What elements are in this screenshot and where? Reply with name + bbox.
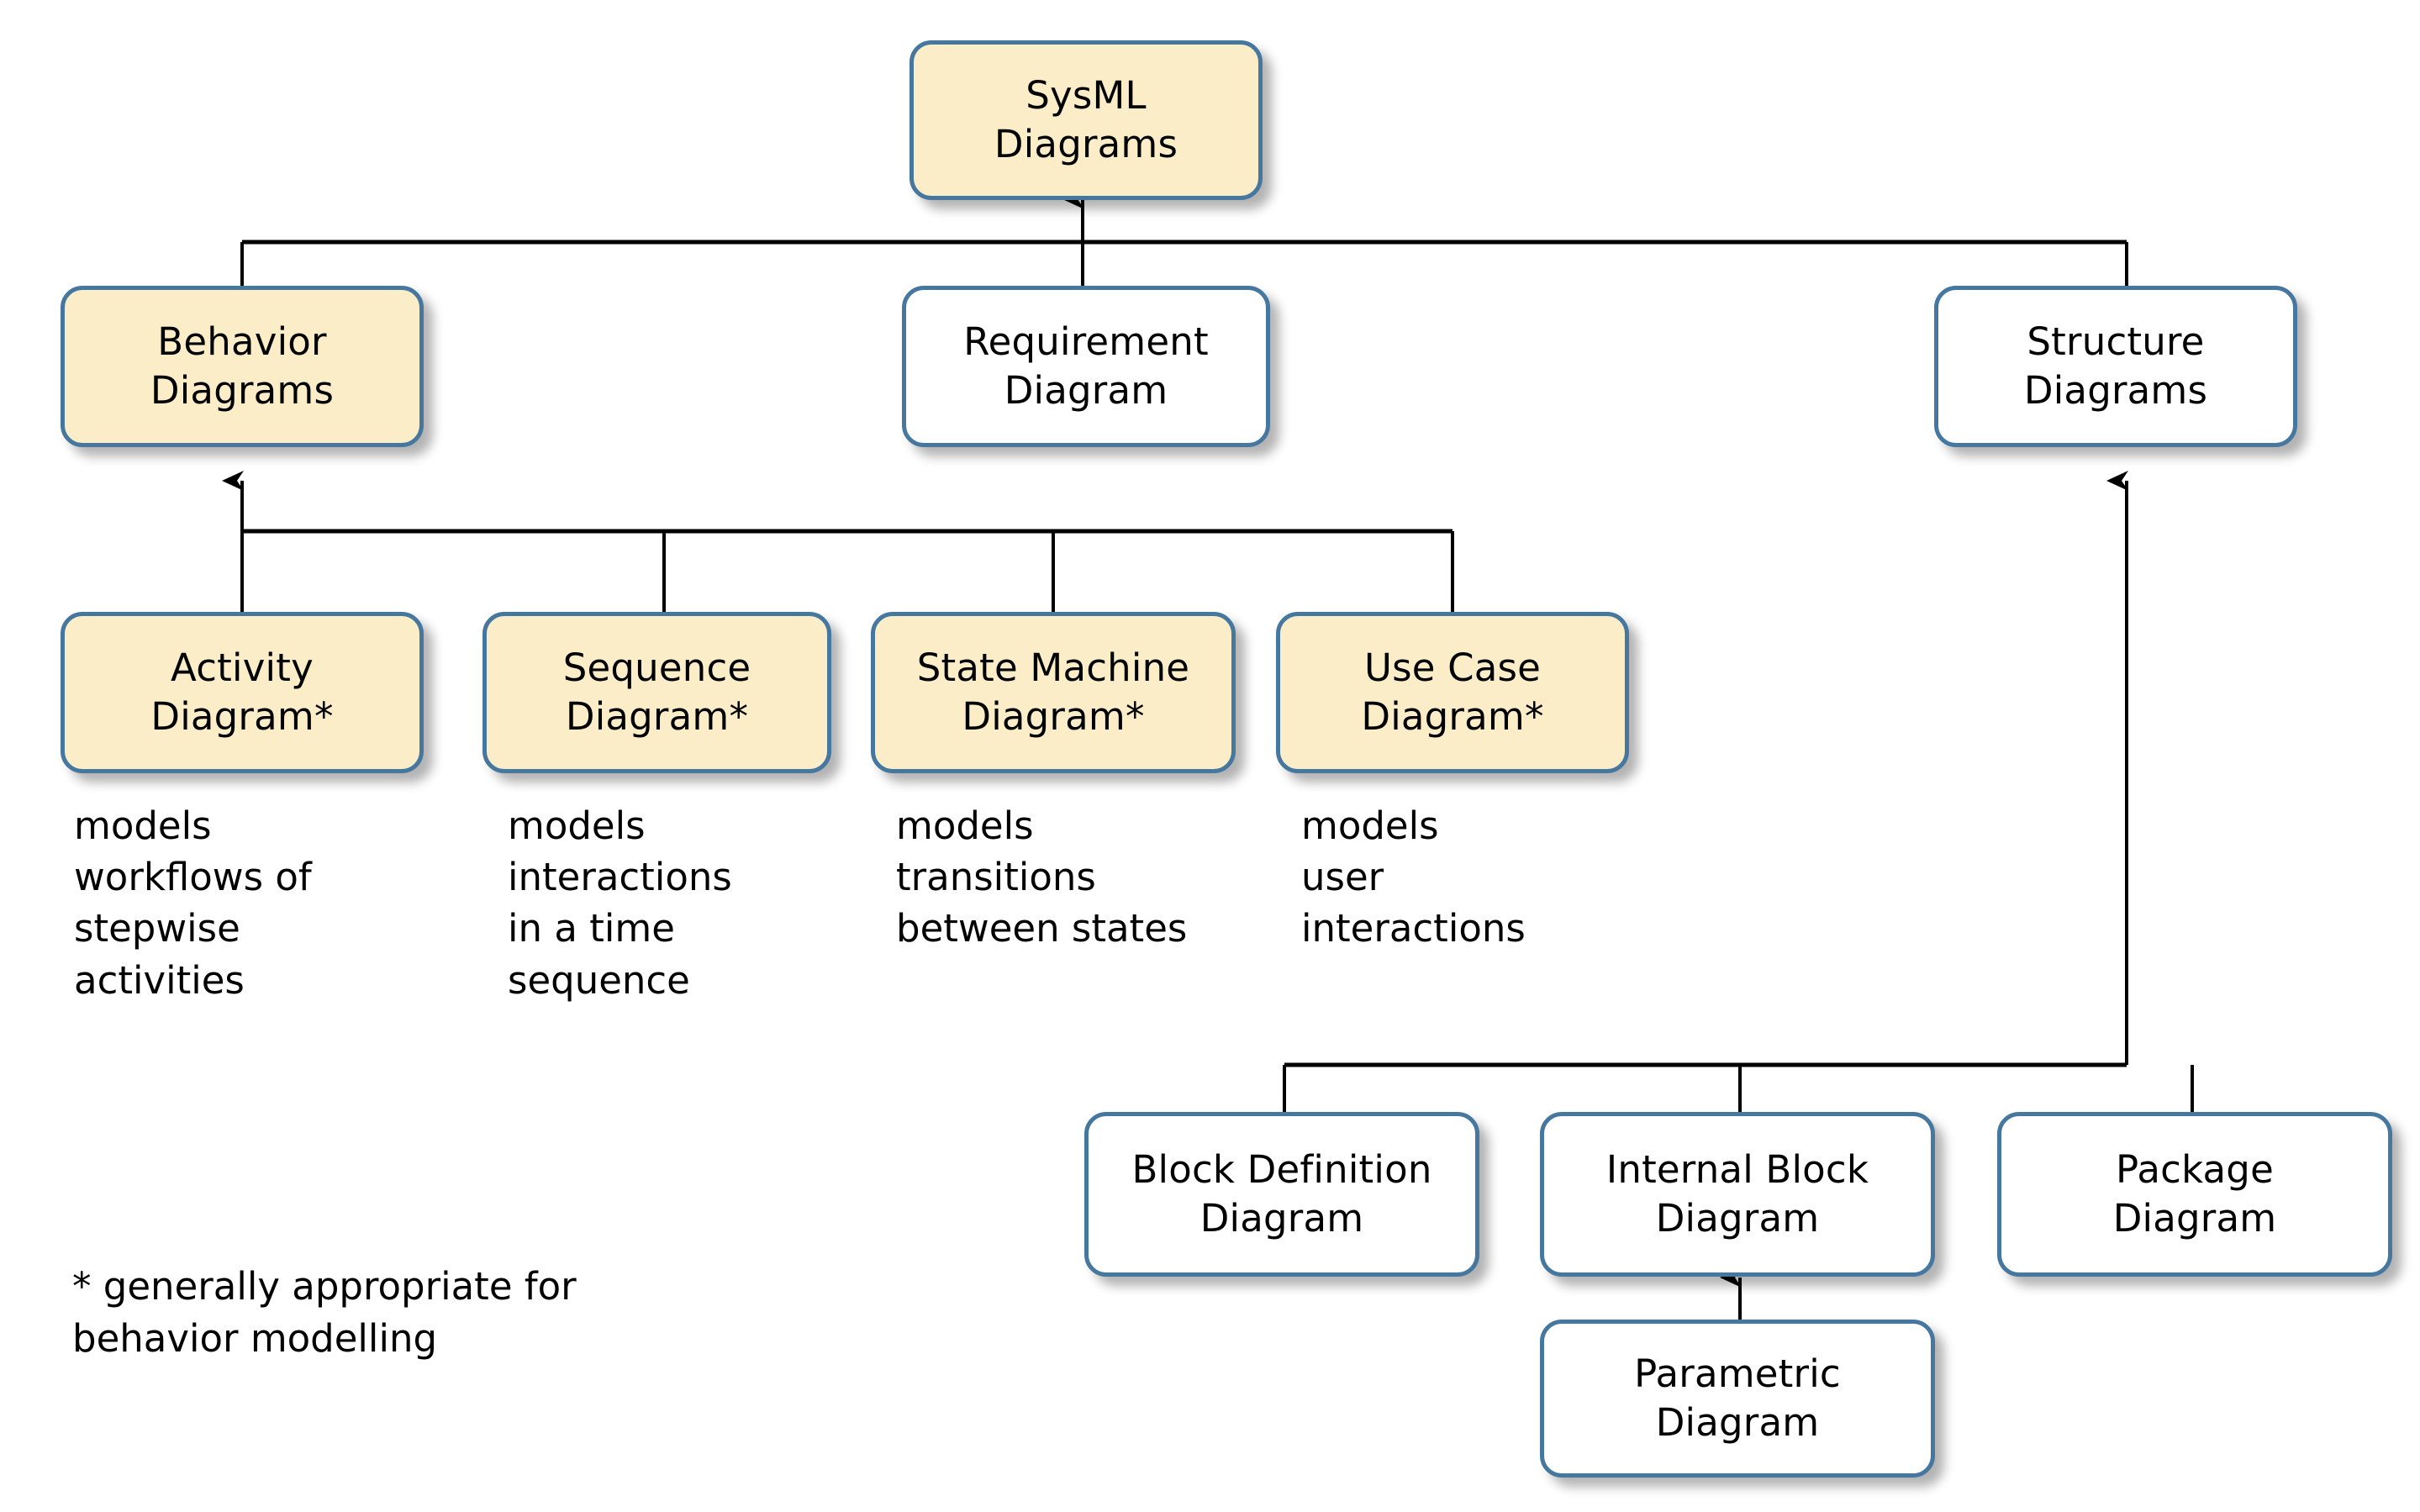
node-internal-block-diagram-line1: Internal Block — [1605, 1147, 1869, 1193]
edge-to-root — [240, 189, 2128, 287]
node-activity-diagram[interactable]: Activity Diagram* — [61, 612, 424, 773]
node-package-diagram-line2: Diagram — [2112, 1196, 2277, 1241]
node-use-case-diagram-line1: Use Case — [1363, 645, 1542, 691]
node-sequence-diagram[interactable]: Sequence Diagram* — [482, 612, 831, 773]
node-sysml-diagrams-line2: Diagrams — [994, 122, 1178, 166]
node-behavior-diagrams-line2: Diagrams — [150, 368, 335, 413]
edge-to-structure — [1283, 471, 2194, 1114]
node-sysml-diagrams-line1: SysML — [1025, 73, 1147, 119]
node-sequence-diagram-line2: Diagram* — [565, 694, 749, 739]
node-sequence-diagram-line1: Sequence — [562, 645, 751, 691]
node-behavior-diagrams[interactable]: Behavior Diagrams — [61, 286, 424, 447]
legend-footnote: * generally appropriate for behavior mod… — [72, 1264, 577, 1362]
node-parametric-diagram-line1: Parametric — [1634, 1351, 1841, 1397]
node-package-diagram[interactable]: Package Diagram — [1997, 1112, 2392, 1277]
node-parametric-diagram[interactable]: Parametric Diagram — [1540, 1320, 1935, 1478]
node-activity-diagram-line2: Diagram* — [150, 694, 334, 739]
node-state-machine-diagram-line2: Diagram* — [962, 694, 1145, 739]
node-block-definition-diagram[interactable]: Block Definition Diagram — [1084, 1112, 1479, 1277]
description-state-machine-diagram: models transitions between states — [896, 803, 1188, 951]
node-behavior-diagrams-line1: Behavior — [157, 319, 327, 365]
description-activity-diagram: models workflows of stepwise activities — [74, 803, 312, 1003]
node-requirement-diagram-line1: Requirement — [963, 319, 1209, 365]
node-use-case-diagram[interactable]: Use Case Diagram* — [1276, 612, 1629, 773]
node-use-case-diagram-line2: Diagram* — [1361, 694, 1544, 739]
node-state-machine-diagram-line1: State Machine — [916, 645, 1190, 691]
node-structure-diagrams[interactable]: Structure Diagrams — [1934, 286, 2297, 447]
description-sequence-diagram: models interactions in a time sequence — [508, 803, 732, 1003]
node-requirement-diagram-line2: Diagram — [1004, 368, 1168, 413]
description-use-case-diagram: models user interactions — [1301, 803, 1526, 951]
node-structure-diagrams-line2: Diagrams — [2023, 368, 2208, 413]
node-requirement-diagram[interactable]: Requirement Diagram — [902, 286, 1270, 447]
node-sysml-diagrams[interactable]: SysML Diagrams — [909, 40, 1263, 200]
node-activity-diagram-line1: Activity — [171, 645, 314, 691]
node-internal-block-diagram-line2: Diagram — [1655, 1196, 1820, 1241]
edge-to-behavior — [222, 471, 1454, 614]
node-block-definition-diagram-line2: Diagram — [1199, 1196, 1364, 1241]
node-parametric-diagram-line2: Diagram — [1655, 1400, 1820, 1445]
node-state-machine-diagram[interactable]: State Machine Diagram* — [871, 612, 1236, 773]
node-block-definition-diagram-line1: Block Definition — [1131, 1147, 1432, 1193]
node-internal-block-diagram[interactable]: Internal Block Diagram — [1540, 1112, 1935, 1277]
node-package-diagram-line1: Package — [2116, 1147, 2274, 1193]
node-structure-diagrams-line1: Structure — [2027, 319, 2205, 365]
